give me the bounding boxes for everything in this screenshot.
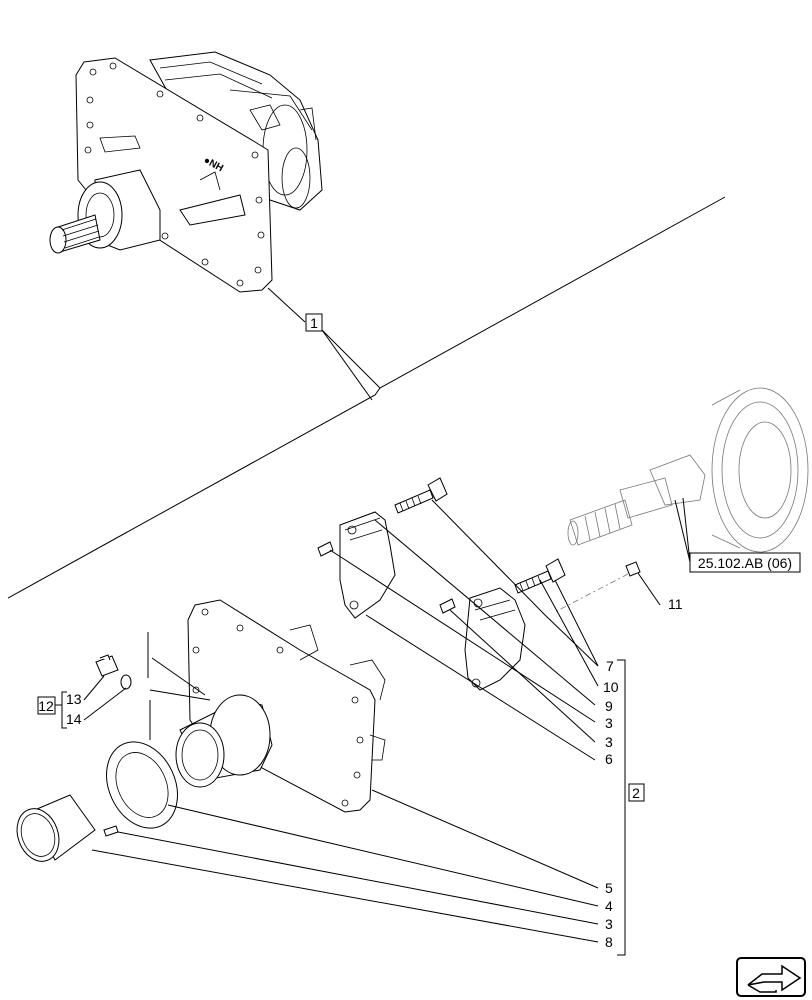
label-3: 3 [605,734,613,750]
callout-1: 1 [267,287,381,401]
label-11: 11 [668,596,683,612]
label-6: 6 [605,751,613,767]
label-9: 9 [605,698,613,714]
main-housing [147,599,386,813]
sleeve [16,794,96,862]
seal-ring [106,741,178,829]
label-3: 3 [605,916,613,932]
section-divider [7,196,726,599]
label-4: 4 [605,898,613,914]
label-1: 1 [310,315,318,331]
label-8: 8 [605,934,613,950]
leader-lines [91,499,599,943]
label-13: 13 [66,691,82,707]
label-10: 10 [603,679,619,695]
set-screw [554,561,661,613]
callout-reference: 25.102.AB (06) [674,497,801,573]
bracket-upper [317,511,396,619]
reference-label: 25.102.AB (06) [698,555,792,571]
label-3: 3 [605,715,613,731]
bolt-lower [514,558,566,594]
next-page-arrow-icon[interactable] [736,957,806,997]
transmission-assembly-top: ●NH [49,51,323,293]
label-7: 7 [606,658,614,674]
label-12: 12 [38,698,54,714]
dowel-pin [103,825,119,837]
bolt-upper [394,477,448,514]
label-5: 5 [605,880,613,896]
ring-gear-reference [567,387,809,553]
fitting [95,654,132,690]
label-2: 2 [632,785,640,801]
label-14: 14 [66,711,82,727]
group-bracket-12: 12 13 14 [37,675,127,729]
group-bracket-2: 2 [617,659,645,956]
